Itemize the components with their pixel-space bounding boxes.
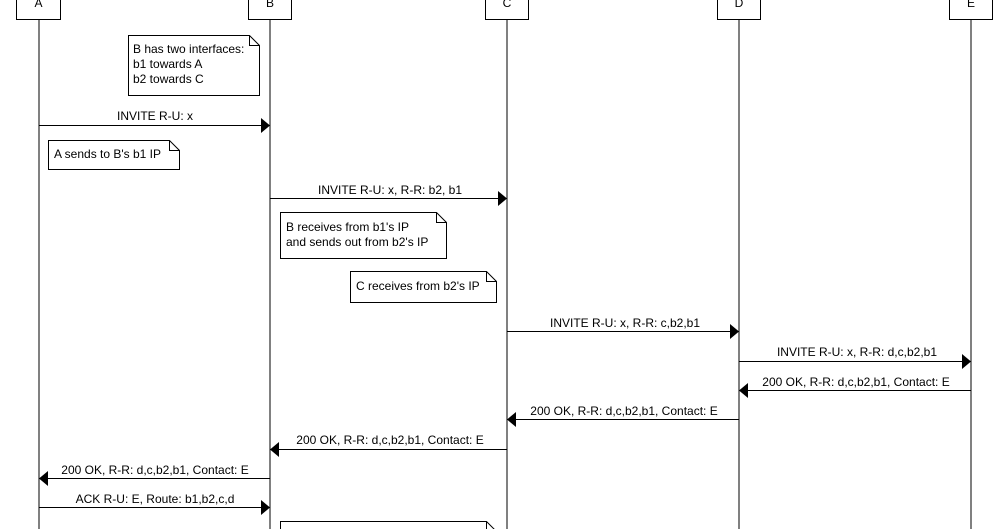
- note-line: and sends out from b2's IP: [286, 235, 428, 249]
- note-partial: [280, 521, 495, 529]
- message-label: 200 OK, R-R: d,c,b2,b1, Contact: E: [530, 404, 717, 418]
- message-label: INVITE R-U: x, R-R: c,b2,b1: [550, 316, 700, 330]
- message-arrow: 200 OK, R-R: d,c,b2,b1, Contact: E: [739, 375, 971, 398]
- participant-box-b: [248, 0, 292, 20]
- message-label: INVITE R-U: x, R-R: d,c,b2,b1: [777, 345, 937, 359]
- note-line: b1 towards A: [133, 57, 202, 71]
- message-label: 200 OK, R-R: d,c,b2,b1, Contact: E: [762, 375, 949, 389]
- note-b-receives: B receives from b1's IP and sends out fr…: [280, 212, 447, 259]
- participant-label-e: E: [967, 0, 975, 10]
- message-arrow: INVITE R-U: x, R-R: b2, b1: [270, 183, 507, 206]
- message-arrow: INVITE R-U: x, R-R: c,b2,b1: [507, 316, 739, 339]
- message-label: ACK R-U: E, Route: b1,b2,c,d: [76, 492, 235, 506]
- message-arrow: ACK R-U: E, Route: b1,b2,c,d: [39, 492, 270, 515]
- message-arrow: INVITE R-U: x, R-R: d,c,b2,b1: [739, 345, 971, 369]
- participant-box-a: [16, 0, 61, 20]
- note-b-interfaces: B has two interfaces: b1 towards A b2 to…: [128, 35, 260, 96]
- participant-box-e: [949, 0, 993, 20]
- participant-label-d: D: [735, 0, 744, 10]
- note-line: b2 towards C: [133, 72, 204, 86]
- participant-label-b: B: [266, 0, 274, 10]
- message-label: INVITE R-U: x: [117, 109, 193, 123]
- message-arrow: 200 OK, R-R: d,c,b2,b1, Contact: E: [507, 404, 739, 427]
- message-arrow: INVITE R-U: x: [39, 109, 270, 133]
- participant-box-c: [485, 0, 529, 20]
- note-a-sends: A sends to B's b1 IP: [48, 140, 180, 170]
- note-c-receives: C receives from b2's IP: [350, 271, 497, 303]
- note-line: B has two interfaces:: [133, 42, 244, 56]
- message-arrow: 200 OK, R-R: d,c,b2,b1, Contact: E: [270, 433, 507, 457]
- message-arrow: 200 OK, R-R: d,c,b2,b1, Contact: E: [39, 463, 270, 486]
- note-line: C receives from b2's IP: [356, 279, 480, 293]
- participant-label-a: A: [34, 0, 42, 10]
- message-label: INVITE R-U: x, R-R: b2, b1: [318, 183, 462, 197]
- participant-box-d: [717, 0, 761, 20]
- participant-label-c: C: [503, 0, 512, 10]
- note-line: B receives from b1's IP: [286, 220, 409, 234]
- note-line: A sends to B's b1 IP: [54, 147, 161, 161]
- message-label: 200 OK, R-R: d,c,b2,b1, Contact: E: [61, 463, 248, 477]
- message-label: 200 OK, R-R: d,c,b2,b1, Contact: E: [296, 433, 483, 447]
